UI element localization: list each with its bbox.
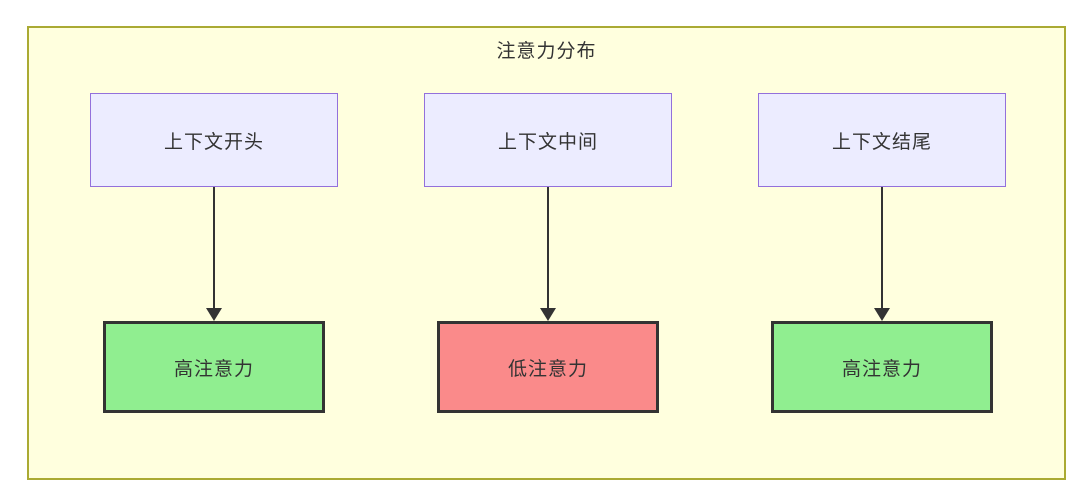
source-node-context-middle: 上下文中间	[424, 93, 672, 187]
diagram-column-context-start: 上下文开头 高注意力	[90, 93, 338, 413]
arrow-line	[881, 187, 883, 308]
arrow-line	[547, 187, 549, 308]
diagram-title: 注意力分布	[496, 40, 597, 62]
arrow-head-icon	[206, 308, 222, 321]
result-node-high-attention-2: 高注意力	[771, 321, 993, 413]
diagram-column-context-middle: 上下文中间 低注意力	[424, 93, 672, 413]
arrow-down-icon	[874, 187, 890, 321]
result-node-low-attention: 低注意力	[437, 321, 659, 413]
attention-distribution-container: 注意力分布 上下文开头 高注意力 上下文中间 低注意力	[27, 26, 1066, 480]
arrow-head-icon	[874, 308, 890, 321]
source-node-context-middle-label: 上下文中间	[497, 130, 598, 153]
result-node-low-attention-label: 低注意力	[507, 357, 588, 380]
result-node-high-attention-1: 高注意力	[103, 321, 325, 413]
arrow-head-icon	[540, 308, 556, 321]
diagram-column-context-end: 上下文结尾 高注意力	[758, 93, 1006, 413]
source-node-context-start-label: 上下文开头	[163, 130, 264, 153]
arrow-down-icon	[540, 187, 556, 321]
result-node-high-attention-1-label: 高注意力	[173, 357, 254, 380]
source-node-context-end-label: 上下文结尾	[831, 130, 932, 153]
arrow-line	[213, 187, 215, 308]
source-node-context-end: 上下文结尾	[758, 93, 1006, 187]
result-node-high-attention-2-label: 高注意力	[841, 357, 922, 380]
source-node-context-start: 上下文开头	[90, 93, 338, 187]
arrow-down-icon	[206, 187, 222, 321]
